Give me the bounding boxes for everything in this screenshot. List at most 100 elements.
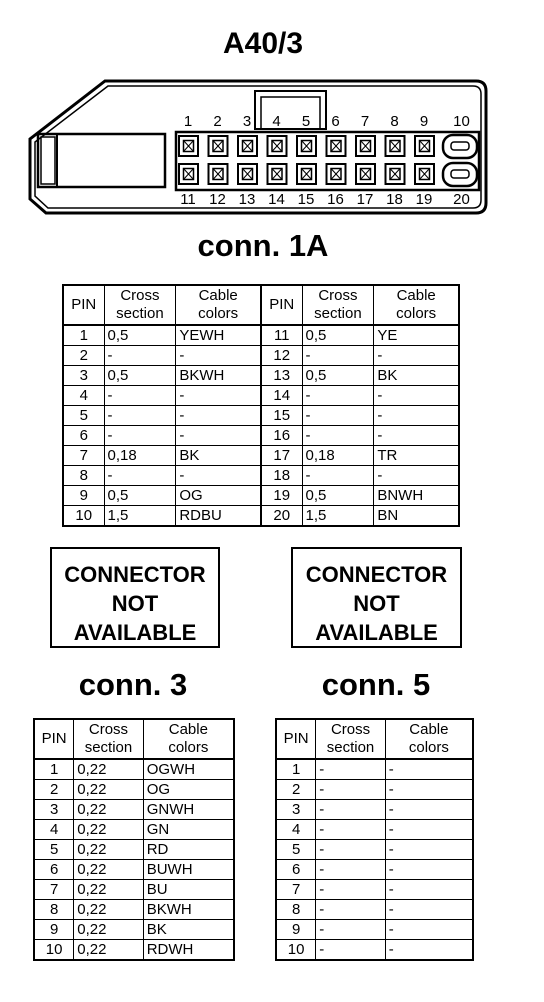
cross-section: - [301, 385, 375, 406]
page-title: A40/3 [222, 27, 304, 60]
cable-color: RD [142, 839, 235, 860]
table-row: 8-- [275, 899, 474, 920]
pin-number: 16 [259, 425, 303, 446]
pin-number: 3 [275, 799, 317, 820]
cable-color: - [175, 405, 262, 426]
pin-number: 3 [33, 799, 75, 820]
not-available-line2: NOT [353, 591, 400, 616]
connector-housing-outline [28, 79, 488, 215]
not-available-line3: AVAILABLE [73, 620, 197, 645]
cable-color: OGWH [142, 758, 235, 780]
cross-section: 0,22 [73, 779, 144, 800]
cross-section: 0,22 [73, 899, 144, 920]
table-row: 1-- [275, 758, 474, 780]
pin-label: 20 [453, 191, 470, 208]
header-cross-section: Cross section [301, 284, 375, 326]
pin-number: 5 [275, 839, 317, 860]
cable-color: - [373, 385, 460, 406]
pin-cell [296, 135, 317, 157]
table-header-row: PIN Cross section Cable colors [33, 718, 235, 760]
cable-color: - [384, 839, 474, 860]
pin-number: 6 [62, 425, 105, 446]
pin-label: 3 [243, 113, 251, 130]
cross-section: - [315, 859, 386, 880]
pin-cell [384, 135, 406, 157]
conn3-title: conn. 3 [78, 667, 188, 702]
connector-latch-grip [40, 136, 56, 185]
cross-section: - [315, 758, 386, 780]
pin-label: 2 [213, 113, 221, 130]
pin-label: 13 [239, 191, 256, 208]
pin-number: 9 [62, 485, 105, 506]
table-row: 6-- [275, 859, 474, 880]
pin-number: 7 [33, 879, 75, 900]
pin-number: 8 [275, 899, 317, 920]
cable-color: - [384, 859, 474, 880]
pin-label: 12 [209, 191, 226, 208]
pin-number: 7 [62, 445, 105, 466]
cable-color: - [384, 758, 474, 780]
pin-cell [237, 163, 258, 185]
cross-section: - [301, 345, 375, 366]
cable-color: RDBU [175, 505, 262, 527]
pin-cell [178, 135, 199, 157]
pin-number: 19 [259, 485, 303, 506]
cross-section: - [103, 405, 177, 426]
header-pin: PIN [259, 284, 303, 326]
pin-label: 8 [390, 113, 398, 130]
cable-color: - [384, 819, 474, 840]
pin-number: 2 [62, 345, 105, 366]
pin-cell [237, 135, 258, 157]
cable-color: BKWH [175, 365, 262, 386]
cross-section: - [103, 385, 177, 406]
pin-number: 1 [33, 758, 75, 780]
cross-section: 0,18 [103, 445, 177, 466]
cable-color: YEWH [175, 324, 262, 346]
pin-number: 20 [259, 505, 303, 527]
pin-number: 13 [259, 365, 303, 386]
header-cross-section: Cross section [73, 718, 144, 760]
table-row: 2--12-- [62, 345, 460, 366]
table-row: 8--18-- [62, 465, 460, 486]
cable-color: BU [142, 879, 235, 900]
pin-label: 1 [184, 113, 192, 130]
pin-number: 1 [275, 758, 317, 780]
cross-section: 0,22 [73, 919, 144, 940]
cross-section: 0,18 [301, 445, 375, 466]
pin-label: 14 [268, 191, 285, 208]
cross-section: 1,5 [103, 505, 177, 527]
cross-section: - [315, 799, 386, 820]
conn5-not-available-box: CONNECTOR NOT AVAILABLE [291, 547, 462, 648]
pin-cell [384, 163, 406, 185]
cable-color: OG [175, 485, 262, 506]
cable-color: - [373, 465, 460, 486]
not-available-line3: AVAILABLE [315, 620, 438, 645]
cable-color: GNWH [142, 799, 235, 820]
pin-cell [414, 135, 435, 157]
pin-number: 3 [62, 365, 105, 386]
cross-section: 0,22 [73, 758, 144, 780]
pin-cell [266, 135, 288, 157]
cross-section: 0,5 [301, 365, 375, 386]
cross-section: - [315, 779, 386, 800]
cable-color: RDWH [142, 939, 235, 961]
pin-number: 6 [275, 859, 317, 880]
pin-label: 18 [386, 191, 403, 208]
pin-number: 10 [275, 939, 317, 961]
pin-cell [296, 163, 317, 185]
header-cable-colors: Cable colors [384, 718, 474, 760]
header-cable-colors: Cable colors [373, 284, 460, 326]
pin-number: 10 [33, 939, 75, 961]
cable-color: BN [373, 505, 460, 527]
cross-section: 0,5 [103, 324, 177, 346]
